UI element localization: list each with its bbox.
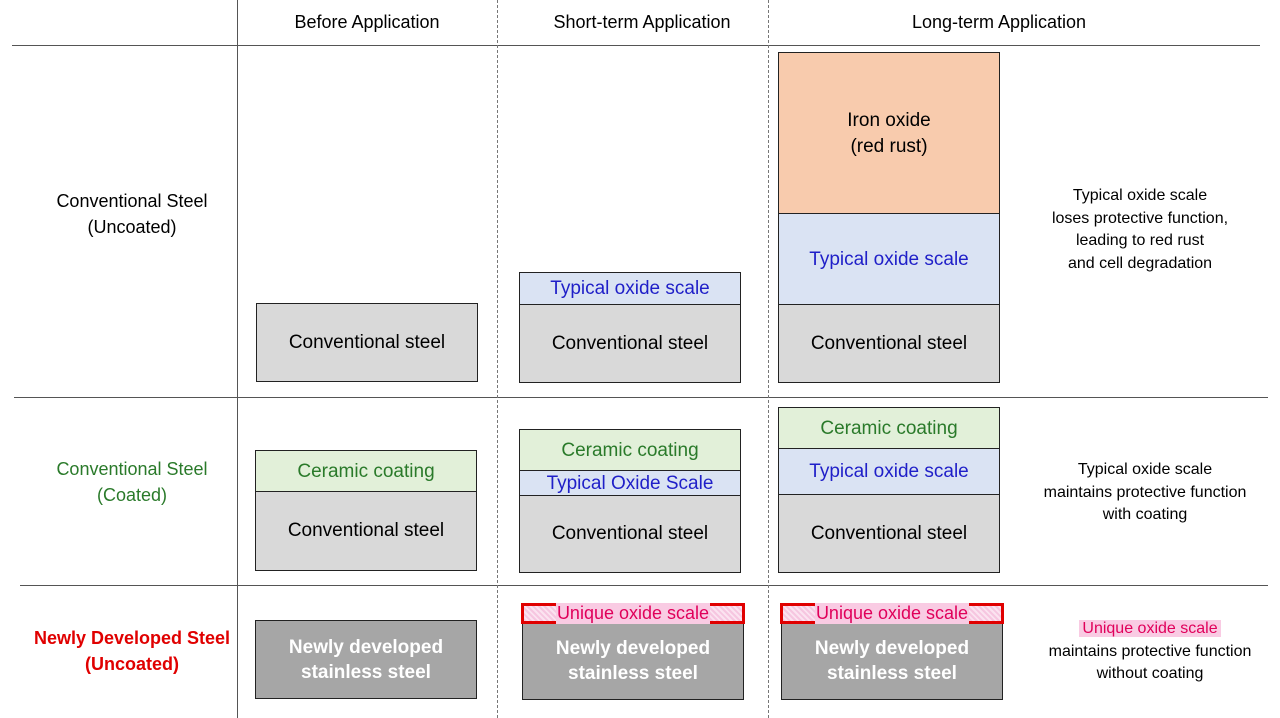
note-coated: Typical oxide scale maintains protective… [1030, 459, 1260, 527]
column-header-short-term: Short-term Application [553, 12, 731, 32]
label-column-divider [237, 0, 238, 718]
r1-long-typical-oxide-scale: Typical oxide scale [778, 213, 1000, 306]
r3-short-unique-oxide-scale: Unique oxide scale [521, 603, 745, 624]
r2-long-typical-oxide-scale: Typical oxide scale [778, 448, 1000, 496]
header-divider [12, 45, 1260, 46]
r2-long-ceramic-coating: Ceramic coating [778, 407, 1000, 450]
note-uncoated-line1: Typical oxide scale [1072, 187, 1208, 204]
r2-long-conventional-steel: Conventional steel [778, 494, 1000, 573]
r1-long-conventional-steel: Conventional steel [778, 304, 1000, 383]
note-uncoated-line3: leading to red rust [1075, 232, 1205, 249]
note-coated-line3: with coating [1102, 506, 1188, 523]
r1-short-conventional-steel: Conventional steel [519, 304, 741, 383]
unique-oxide-scale-label: Unique oxide scale [555, 603, 711, 624]
r2-before-conventional-steel: Conventional steel [255, 491, 477, 571]
r3-long-unique-oxide-scale: Unique oxide scale [780, 603, 1004, 624]
column-divider-2 [768, 0, 769, 718]
new-steel-line1: Newly developed [288, 636, 444, 658]
column-divider-1 [497, 0, 498, 718]
note-uncoated-line2: loses protective function, [1051, 209, 1229, 227]
row-label-uncoated-line1: Conventional Steel [56, 191, 208, 211]
r3-short-new-stainless-steel: Newly developed stainless steel [522, 621, 744, 700]
r3-before-new-stainless-steel: Newly developed stainless steel [255, 620, 477, 699]
r1-short-typical-oxide-scale: Typical oxide scale [519, 272, 741, 305]
row-divider-2 [20, 585, 1268, 586]
r2-before-ceramic-coating: Ceramic coating [255, 450, 477, 493]
new-steel-line2: stainless steel [827, 662, 957, 684]
row-label-coated-line1: Conventional Steel [56, 459, 208, 479]
row-label-coated-line2: (Coated) [96, 485, 168, 505]
r1-long-iron-oxide: Iron oxide (red rust) [778, 52, 1000, 215]
note-uncoated: Typical oxide scale loses protective fun… [1030, 185, 1250, 275]
row-label-coated: Conventional Steel (Coated) [22, 456, 242, 508]
new-steel-line2: stainless steel [568, 662, 698, 684]
note-new-line2: maintains protective function [1048, 642, 1252, 660]
r2-short-conventional-steel: Conventional steel [519, 495, 741, 573]
note-coated-line2: maintains protective function [1043, 483, 1247, 501]
row-label-new-line2: (Uncoated) [85, 654, 179, 674]
row-label-uncoated-line2: (Uncoated) [87, 217, 177, 237]
r2-short-ceramic-coating: Ceramic coating [519, 429, 741, 472]
iron-oxide-line2: (red rust) [850, 135, 928, 157]
note-new: Unique oxide scale maintains protective … [1030, 618, 1270, 686]
row-label-new-line1: Newly Developed Steel [33, 628, 231, 648]
column-header-long-term: Long-term Application [911, 12, 1087, 32]
note-new-highlight: Unique oxide scale [1079, 620, 1221, 637]
note-new-line3: without coating [1096, 665, 1204, 682]
iron-oxide-line1: Iron oxide [847, 109, 931, 131]
note-uncoated-line4: and cell degradation [1067, 254, 1213, 272]
r1-before-conventional-steel: Conventional steel [256, 303, 478, 382]
row-divider-1 [14, 397, 1268, 398]
row-label-uncoated: Conventional Steel (Uncoated) [22, 188, 242, 240]
new-steel-line1: Newly developed [555, 637, 711, 659]
note-coated-line1: Typical oxide scale [1077, 461, 1213, 478]
unique-oxide-scale-label: Unique oxide scale [814, 603, 970, 624]
r2-short-typical-oxide-scale: Typical Oxide Scale [519, 470, 741, 497]
r3-long-new-stainless-steel: Newly developed stainless steel [781, 621, 1003, 700]
column-header-before: Before Application [294, 12, 440, 32]
row-label-new: Newly Developed Steel (Uncoated) [22, 625, 242, 677]
new-steel-line1: Newly developed [814, 637, 970, 659]
new-steel-line2: stainless steel [301, 661, 431, 683]
